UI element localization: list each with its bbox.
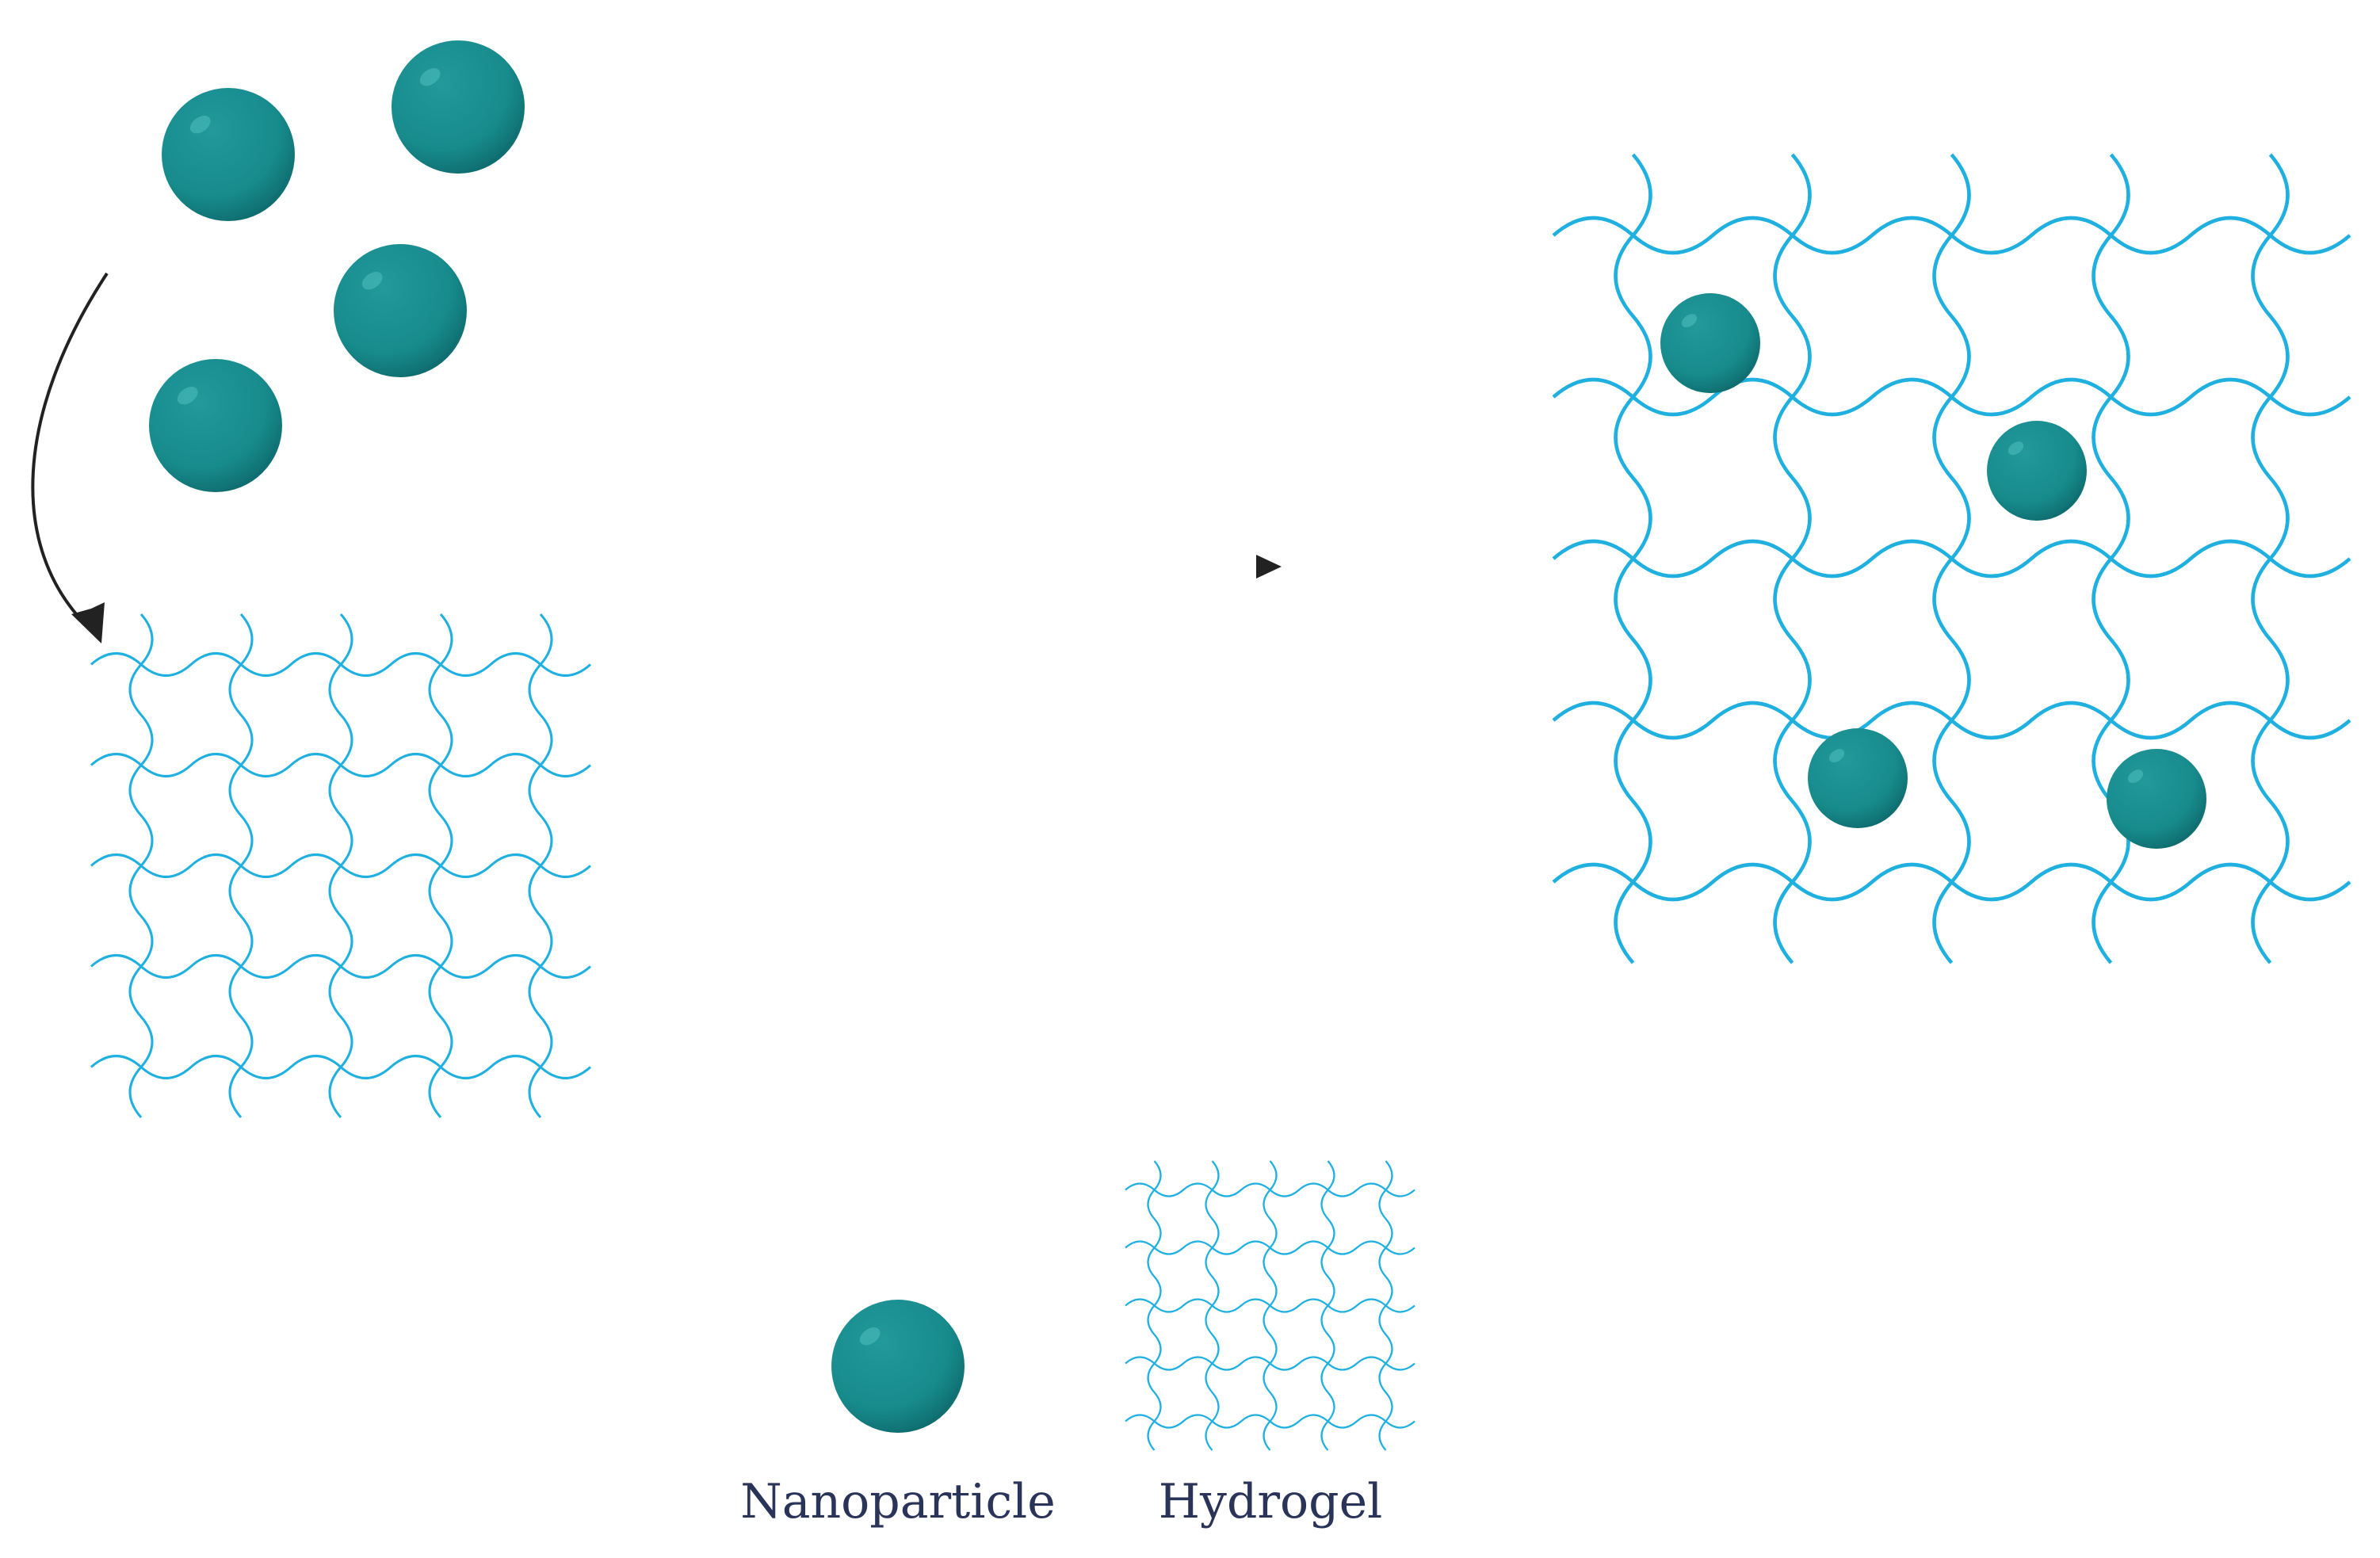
legend-nanoparticle-icon [831, 1300, 965, 1433]
hydrogel-strand [328, 613, 353, 1118]
nanoparticle-icon [1660, 293, 1760, 393]
nanoparticle-icon [149, 359, 282, 492]
free-nanoparticles [149, 40, 525, 492]
nanoparticle-icon [392, 40, 525, 174]
hydrogel-strand [228, 613, 254, 1118]
hydrogel-strand [428, 613, 453, 1118]
right-arrow-icon [888, 555, 1282, 579]
hydrogel-strand [1932, 153, 1971, 964]
empty-hydrogel-mesh [90, 613, 591, 1118]
nanoparticle-icon [1987, 421, 2087, 521]
hydrogel-strand [1614, 153, 1652, 964]
hydrogel-strand [2092, 153, 2130, 964]
hydrogel-strand [1147, 1160, 1162, 1451]
hydrogel-strand [1205, 1160, 1220, 1451]
legend-hydrogel-label: Hydrogel [1158, 1474, 1383, 1529]
hydrogel-strand [1320, 1160, 1335, 1451]
nanoparticle-icon [162, 88, 295, 221]
nanoparticle-icon [831, 1300, 965, 1433]
embedded-nanoparticles [1660, 293, 2206, 849]
legend-hydrogel-icon [1125, 1160, 1415, 1451]
hydrogel-strand [128, 613, 154, 1118]
hydrogel-strand [2251, 153, 2290, 964]
nanoparticle-icon [1808, 728, 1908, 828]
legend-nanoparticle-label: Nanoparticle [740, 1474, 1056, 1529]
hydrogel-strand [1773, 153, 1812, 964]
hydrogel-strand [1378, 1160, 1393, 1451]
hydrogel-strand [528, 613, 553, 1118]
curved-arrow-icon [31, 272, 109, 643]
hydrogel-strand [1263, 1160, 1278, 1451]
loaded-hydrogel-mesh [1552, 153, 2351, 964]
nanoparticle-icon [2107, 749, 2206, 849]
nanoparticle-icon [334, 244, 467, 377]
